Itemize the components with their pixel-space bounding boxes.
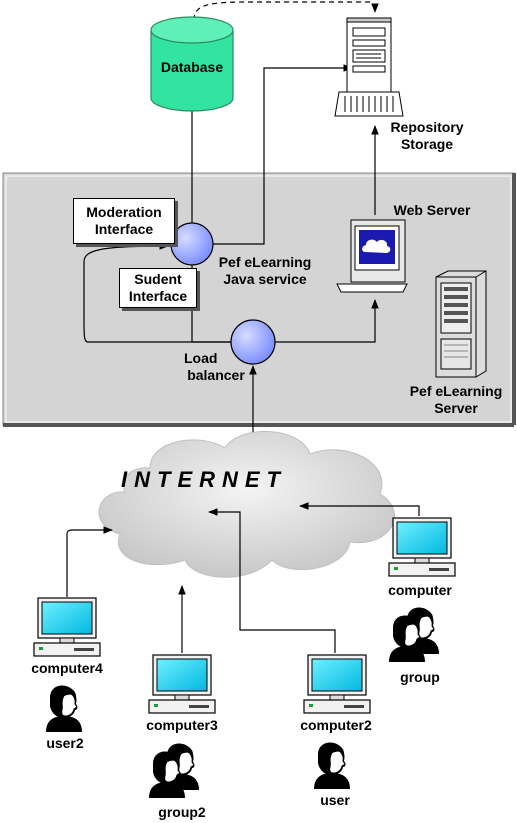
user-label: user	[320, 792, 350, 808]
internet-label: INTERNET	[121, 467, 287, 492]
load-balancer-node	[230, 319, 276, 365]
repository-storage-label: Repository Storage	[390, 119, 464, 152]
group-label: group	[400, 669, 440, 685]
load-balancer-label: Load balancer	[184, 350, 245, 383]
user2-icon	[45, 685, 83, 733]
computer2-icon	[303, 654, 371, 714]
elearning-server-label: Pef eLearning Server	[409, 383, 503, 416]
internet-cloud-icon	[98, 430, 395, 578]
computer4-icon	[33, 597, 101, 657]
database-icon	[150, 16, 234, 112]
computer2-label: computer2	[300, 717, 372, 733]
student-interface-box[interactable]: Sudent Interface	[119, 268, 197, 308]
java-service-label: Pef eLearning Java service	[218, 254, 312, 287]
user-icon	[313, 742, 351, 790]
web-server-icon	[336, 219, 408, 293]
computer3-icon	[148, 654, 216, 714]
group2-icon	[149, 744, 199, 799]
web-server-label: Web Server	[393, 202, 471, 218]
user2-label: user2	[46, 735, 84, 751]
computer4-label: computer4	[31, 660, 103, 676]
computer-icon	[388, 517, 456, 577]
java-service-node	[170, 222, 214, 266]
repository-server-icon	[334, 17, 404, 117]
elearning-server-icon	[435, 270, 487, 378]
group-icon	[389, 608, 439, 663]
group2-label: group2	[158, 804, 206, 820]
computer3-label: computer3	[146, 717, 218, 733]
computer-label: computer	[388, 582, 452, 598]
database-label: Database	[160, 59, 224, 75]
moderation-interface-box[interactable]: Moderation Interface	[73, 198, 175, 244]
